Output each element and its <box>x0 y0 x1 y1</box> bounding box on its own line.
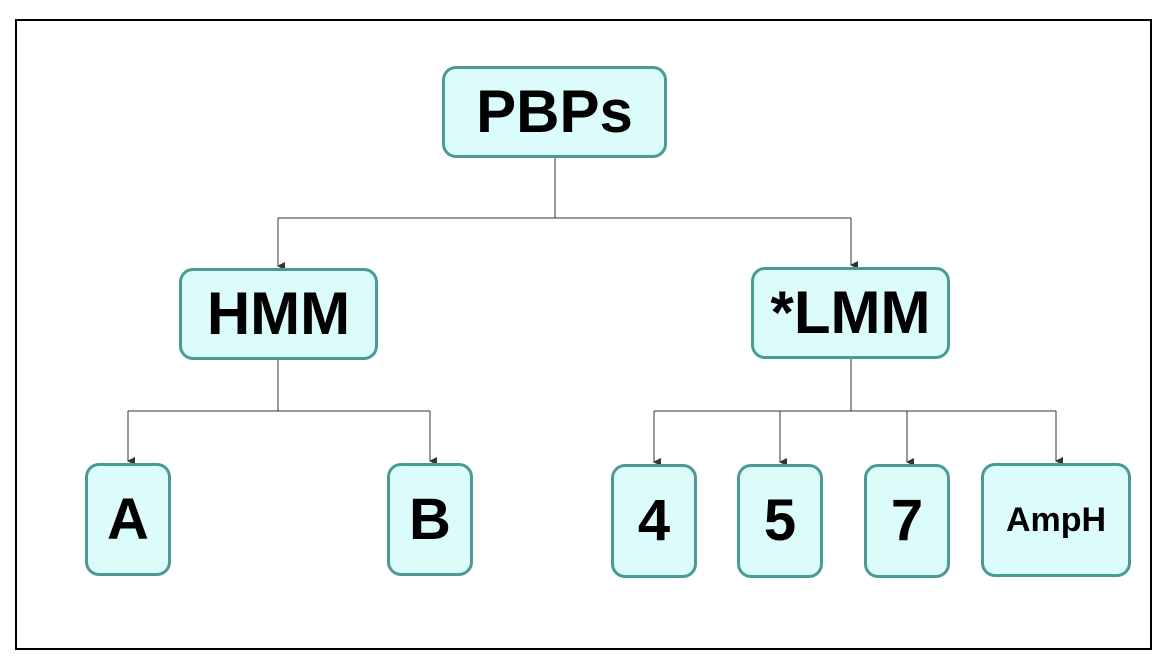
node-7-label: 7 <box>890 488 924 553</box>
node-4-label: 4 <box>637 488 671 553</box>
node-amph-label: AmpH <box>1005 501 1107 539</box>
node-7: 7 <box>864 464 950 578</box>
node-hmm: HMM <box>179 268 378 360</box>
node-lmm: *LMM <box>751 267 950 359</box>
node-amph: AmpH <box>981 463 1131 577</box>
node-5-label: 5 <box>763 488 797 553</box>
node-pbps-label: PBPs <box>476 78 633 145</box>
node-lmm-label: *LMM <box>770 279 931 346</box>
node-a-label: A <box>107 486 149 552</box>
node-b: B <box>387 463 473 576</box>
node-4: 4 <box>611 464 697 578</box>
node-b-label: B <box>409 486 451 552</box>
node-5: 5 <box>737 464 823 578</box>
node-hmm-label: HMM <box>206 280 351 347</box>
node-pbps: PBPs <box>442 66 667 158</box>
node-a: A <box>85 463 171 576</box>
